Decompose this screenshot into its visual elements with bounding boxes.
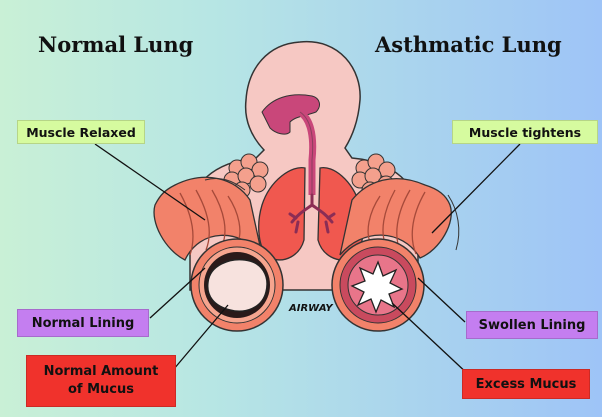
muscle-relaxed-label: Muscle Relaxed	[17, 120, 145, 144]
excess-mucus-label: Excess Mucus	[462, 369, 590, 399]
muscle-tightens-label: Muscle tightens	[452, 120, 598, 144]
normal-mucus-label-line2: of Mucus	[27, 381, 175, 399]
asthmatic-lung-title: Asthmatic Lung	[375, 32, 562, 57]
normal-mucus-label: Normal Amount of Mucus	[26, 355, 176, 407]
swollen-lining-label: Swollen Lining	[466, 311, 598, 339]
normal-lung-title: Normal Lung	[38, 32, 193, 57]
airway-caption: AIRWAY	[289, 303, 333, 314]
airway-cross-section-asthmatic	[332, 239, 424, 331]
normal-lining-label: Normal Lining	[17, 309, 149, 337]
airway-cross-section-normal	[191, 239, 283, 331]
normal-mucus-label-line1: Normal Amount	[27, 363, 175, 381]
